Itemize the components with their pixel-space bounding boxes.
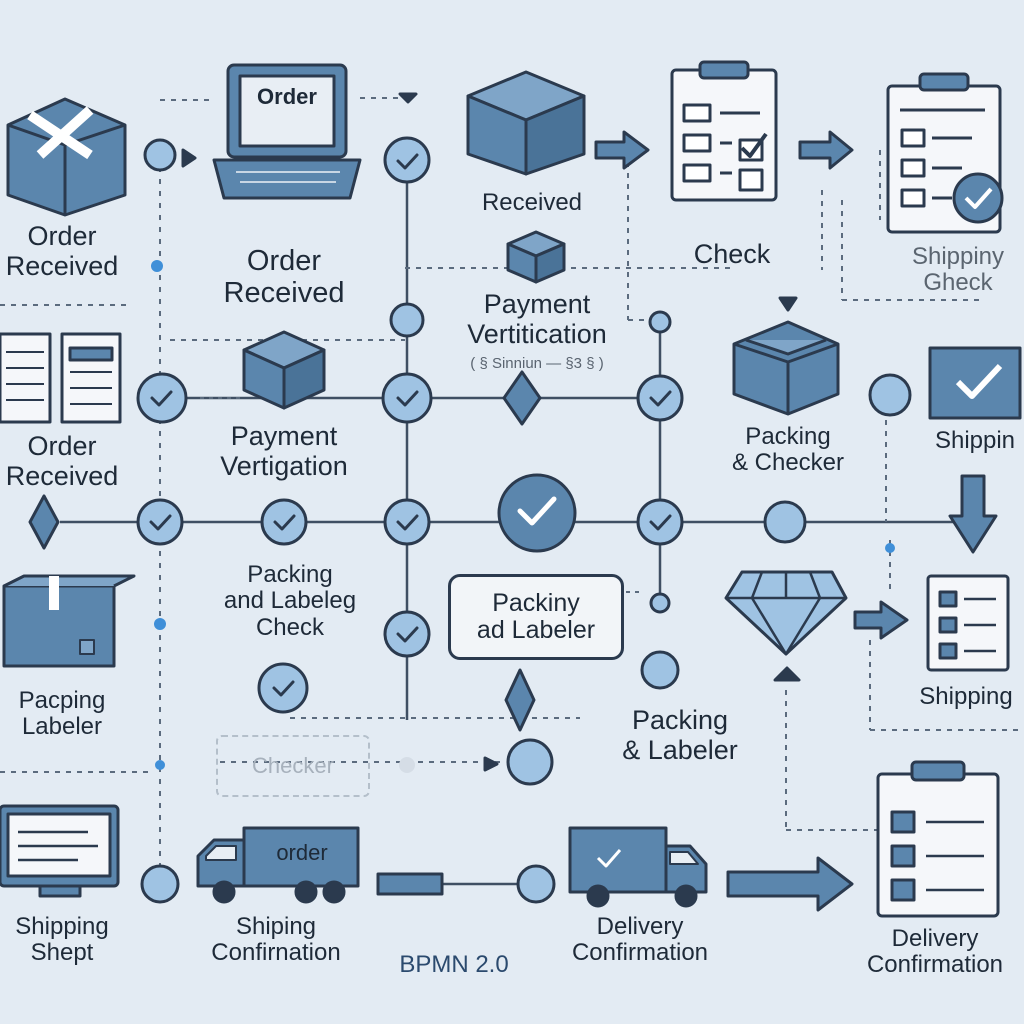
truck-text: order bbox=[276, 840, 328, 865]
documents-icon bbox=[0, 332, 122, 424]
cube-icon bbox=[242, 230, 566, 410]
checklist-clipboard-icon bbox=[886, 72, 1004, 234]
taped-box-icon bbox=[2, 574, 136, 668]
label-packing-labeling-check: Packing and Labeleg Check bbox=[223, 561, 357, 641]
flow-arrows bbox=[28, 92, 998, 912]
label-received: Received bbox=[481, 189, 583, 216]
ghost-checker-box: Checker bbox=[216, 735, 370, 797]
label-shiping-confirmation: Shiping Confirnation bbox=[211, 913, 341, 967]
label-pacping-labeler: Pacping Labeler bbox=[18, 687, 106, 741]
label-delivery-confirmation-1: Delivery Confirmation bbox=[571, 913, 709, 967]
label-payment-verification-1: Payment Vertitication bbox=[467, 289, 607, 349]
label-order-received-2: Order Received bbox=[223, 245, 345, 309]
checkmark-screen-icon bbox=[928, 346, 1022, 420]
gateway-checkmarks bbox=[149, 153, 672, 697]
connectors bbox=[0, 97, 1024, 886]
diamond-icon bbox=[724, 570, 848, 656]
package-icon bbox=[466, 70, 586, 176]
label-check: Check bbox=[693, 239, 771, 269]
label-payment-verification-2: Payment Vertigation bbox=[220, 421, 348, 481]
laptop-icon bbox=[212, 63, 362, 200]
truck-icon bbox=[196, 826, 360, 904]
open-box-icon bbox=[6, 97, 127, 217]
label-packing-checker: Packing & Checker bbox=[731, 423, 845, 477]
gateway-nodes bbox=[136, 136, 912, 904]
box-icon bbox=[732, 320, 840, 416]
label-bpmn: BPMN 2.0 bbox=[399, 951, 509, 978]
label-shipping-check: Shippiny Gheck bbox=[911, 243, 1005, 297]
label-packing-labeler-2: Packing & Labeler bbox=[622, 705, 738, 765]
label-delivery-confirmation-2: Delivery Confirmation bbox=[866, 925, 1004, 979]
truck-icon bbox=[568, 826, 708, 908]
monitor-icon bbox=[0, 804, 120, 898]
label-shipping-right: Shippin bbox=[934, 427, 1016, 454]
checklist-clipboard-icon bbox=[670, 60, 778, 202]
laptop-screen-text: Order bbox=[257, 84, 317, 109]
label-shipping-lower: Shipping bbox=[919, 683, 1013, 710]
label-payment-verification-sub: ( § Sinniun — §3 § ) bbox=[470, 355, 604, 372]
form-icon bbox=[926, 574, 1010, 672]
label-order-received-3: Order Received bbox=[5, 431, 119, 491]
clipboard-icon bbox=[876, 760, 1000, 918]
label-shipping-shept: Shipping Shept bbox=[15, 913, 109, 967]
packing-labeler-task: Packiny ad Labeler bbox=[448, 574, 624, 660]
label-order-received-1: Order Received bbox=[5, 221, 119, 281]
